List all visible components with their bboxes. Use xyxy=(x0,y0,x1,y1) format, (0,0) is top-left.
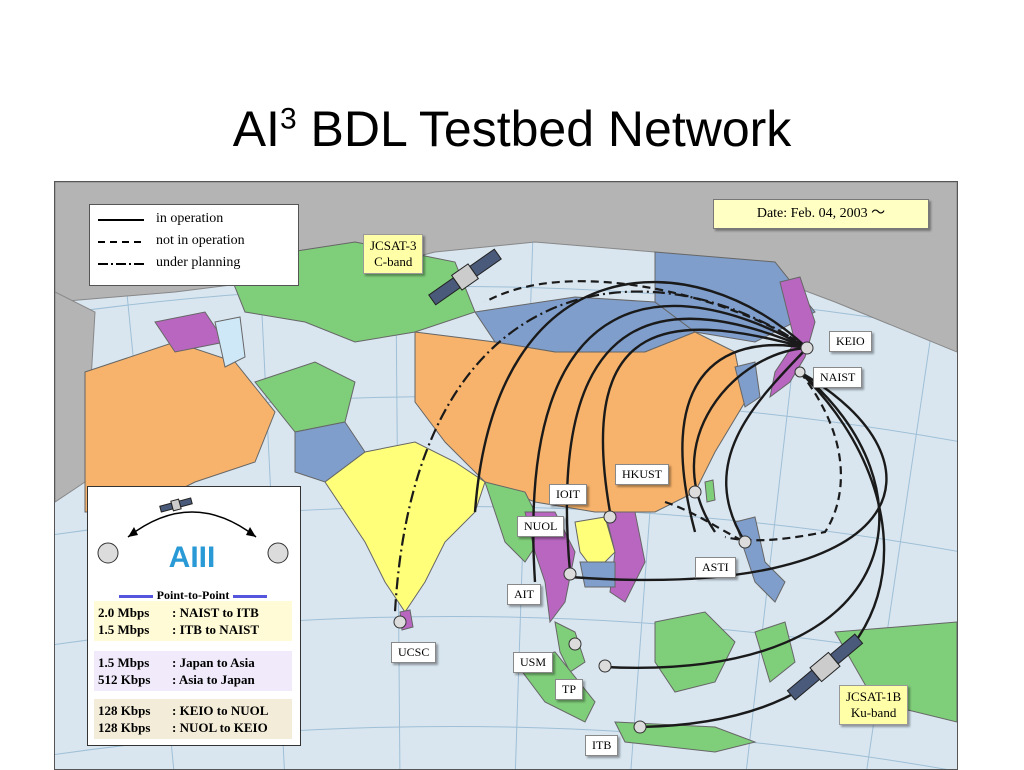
dish-keio-icon xyxy=(800,341,814,355)
rate-row: 128 Kbps: NUOL to KEIO xyxy=(98,720,268,735)
land-sulawesi xyxy=(754,621,796,683)
rate-row: 512 Kbps: Asia to Japan xyxy=(98,672,255,687)
dish-ucsc-icon xyxy=(393,615,407,629)
rate-row: 1.5 Mbps: ITB to NAIST xyxy=(98,622,260,637)
satellite-jcsat1b-icon xyxy=(786,633,864,701)
dish-usm-icon xyxy=(568,637,582,651)
land-afghanistan xyxy=(254,361,356,433)
site-label-ait: AIT xyxy=(507,584,541,605)
satellite-label-jcsat1b: JCSAT-1B Ku-band xyxy=(839,685,909,725)
dish-hkust-icon xyxy=(688,485,702,499)
title-superscript: 3 xyxy=(279,102,297,136)
title-text: AI xyxy=(232,101,280,157)
logo-satellite-icon xyxy=(159,497,193,513)
site-label-keio: KEIO xyxy=(829,331,872,352)
land-new-guinea xyxy=(834,621,957,723)
land-philippines xyxy=(734,516,786,603)
site-label-hkust: HKUST xyxy=(615,464,670,485)
date-box: Date: Feb. 04, 2003 ～ xyxy=(713,199,929,229)
rate-row: 1.5 Mbps: Japan to Asia xyxy=(98,655,255,670)
rate-block-naist-itb: 2.0 Mbps: NAIST to ITB 1.5 Mbps: ITB to … xyxy=(94,601,292,641)
site-label-asti: ASTI xyxy=(695,557,736,578)
info-panel: AIII Point-to-Point 2.0 Mbps: NAIST to I… xyxy=(87,486,301,746)
legend: in operation not in operation under plan… xyxy=(89,204,299,286)
site-label-ucsc: UCSC xyxy=(391,642,437,663)
slide-title: AI3 BDL Testbed Network xyxy=(0,100,1024,158)
logo-text: AIII xyxy=(169,541,216,574)
site-label-naist: NAIST xyxy=(813,367,863,388)
satellite-jcsat3-icon xyxy=(428,248,502,306)
site-label-usm: USM xyxy=(513,652,554,673)
dish-ait-icon xyxy=(563,567,577,581)
land-cambodia xyxy=(579,561,616,588)
dish-naist-icon xyxy=(794,366,806,378)
logo-dish-left-icon xyxy=(97,542,119,564)
logo-dish-right-icon xyxy=(267,542,289,564)
rate-block-keio-nuol: 128 Kbps: KEIO to NUOL 128 Kbps: NUOL to… xyxy=(94,699,292,739)
title-rest: BDL Testbed Network xyxy=(296,101,792,157)
rate-block-japan-asia: 1.5 Mbps: Japan to Asia 512 Kbps: Asia t… xyxy=(94,651,292,691)
caspian-sea xyxy=(214,316,246,368)
logo-diagram: AIII xyxy=(97,497,289,574)
land-java xyxy=(614,721,757,753)
links-in-operation xyxy=(473,280,888,729)
site-label-itb: ITB xyxy=(585,735,619,756)
logo-arc xyxy=(127,511,257,538)
land-vietnam xyxy=(604,511,646,603)
point-to-point-heading: Point-to-Point xyxy=(94,588,292,603)
rate-row: 2.0 Mbps: NAIST to ITB xyxy=(98,605,259,620)
dish-itb-icon xyxy=(633,720,647,734)
land-taiwan xyxy=(704,479,716,503)
land-borneo xyxy=(654,611,736,693)
network-map: in operation not in operation under plan… xyxy=(54,181,958,770)
site-label-tp: TP xyxy=(555,679,584,700)
rate-row: 128 Kbps: KEIO to NUOL xyxy=(98,703,269,718)
dish-ioit-icon xyxy=(603,510,617,524)
land-india xyxy=(324,441,486,613)
dish-asti-icon xyxy=(738,535,752,549)
satellite-label-jcsat3: JCSAT-3 C-band xyxy=(363,234,424,274)
dish-icons xyxy=(393,341,814,734)
site-label-nuol: NUOL xyxy=(517,516,565,537)
site-label-ioit: IOIT xyxy=(549,484,587,505)
dish-tp-icon xyxy=(598,659,612,673)
links-under-planning xyxy=(393,290,808,613)
